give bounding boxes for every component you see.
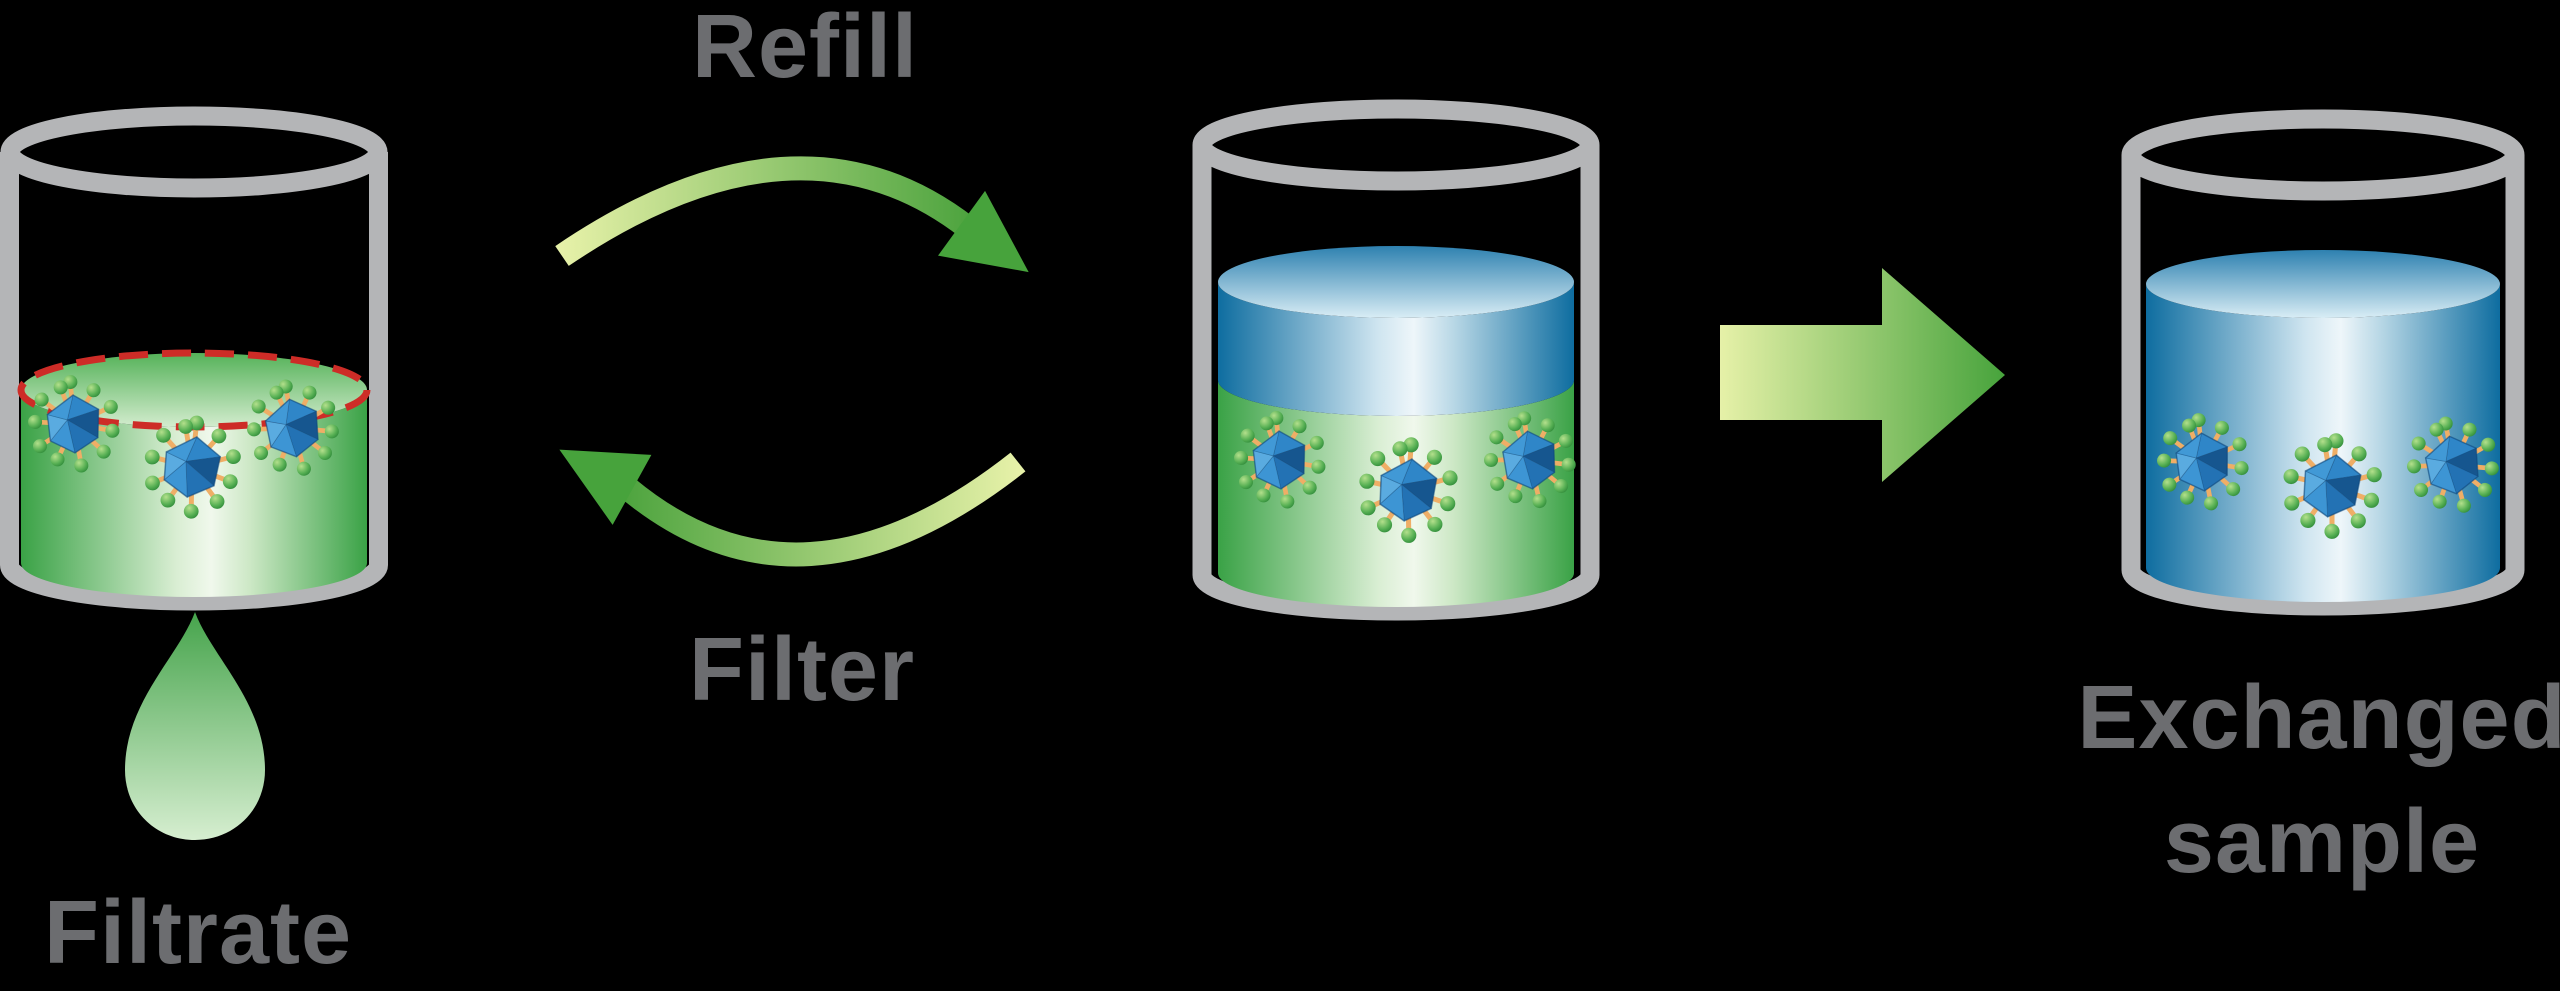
- blue-buffer-surface: [2146, 250, 2500, 318]
- beaker-glass-icon: [0, 106, 388, 611]
- blue-buffer-surface: [1218, 246, 1574, 318]
- filter-arrowhead: [559, 449, 652, 525]
- beaker-rim: [1192, 99, 1600, 191]
- beaker-rim: [2121, 109, 2525, 201]
- beaker-glass-icon: [1192, 99, 1600, 621]
- filter-arrow-icon: [559, 449, 1026, 567]
- beaker-wall: [1192, 145, 1600, 621]
- starting-sample-beaker: [0, 106, 388, 611]
- filtrate-label: Filtrate: [44, 883, 352, 983]
- exchanged-sample-label-line1: Exchanged: [2077, 668, 2560, 768]
- beaker-glass-icon: [2121, 109, 2525, 616]
- refill-label: Refill: [692, 0, 918, 97]
- blue-buffer-liquid: [1218, 282, 1574, 416]
- beaker-wall: [0, 152, 388, 611]
- beaker-rim: [0, 106, 388, 198]
- filtrate-drop-icon: [125, 612, 265, 840]
- process-arrow-icon: [1720, 268, 2005, 482]
- exchanged-sample-beaker: [2121, 109, 2525, 616]
- refilled-sample-beaker: [1192, 99, 1600, 621]
- refill-arrow-icon: [555, 156, 1029, 273]
- refill-arrowhead: [938, 190, 1029, 273]
- exchanged-sample-label-line2: sample: [2164, 792, 2480, 892]
- filter-label: Filter: [689, 620, 915, 720]
- beaker-wall: [2121, 155, 2525, 616]
